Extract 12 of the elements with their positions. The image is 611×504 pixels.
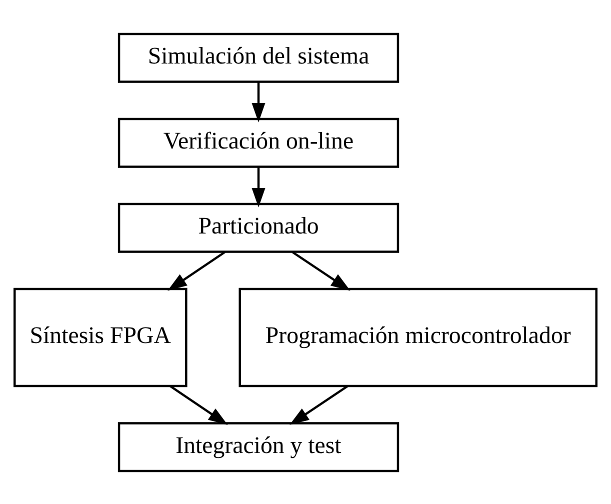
node-box: Particionado [118, 202, 400, 252]
arrow [292, 250, 350, 290]
arrow [290, 384, 348, 424]
arrow [252, 81, 266, 122]
node-box: Simulación del sistema [118, 32, 400, 82]
arrow [252, 166, 266, 207]
arrow [168, 250, 226, 290]
node-box: Programación microcontrolador [238, 287, 598, 387]
node-box: Síntesis FPGA [14, 287, 188, 387]
node-box: Integración y test [118, 422, 400, 472]
arrow [170, 384, 228, 424]
node-box: Verificación on-line [118, 117, 400, 168]
